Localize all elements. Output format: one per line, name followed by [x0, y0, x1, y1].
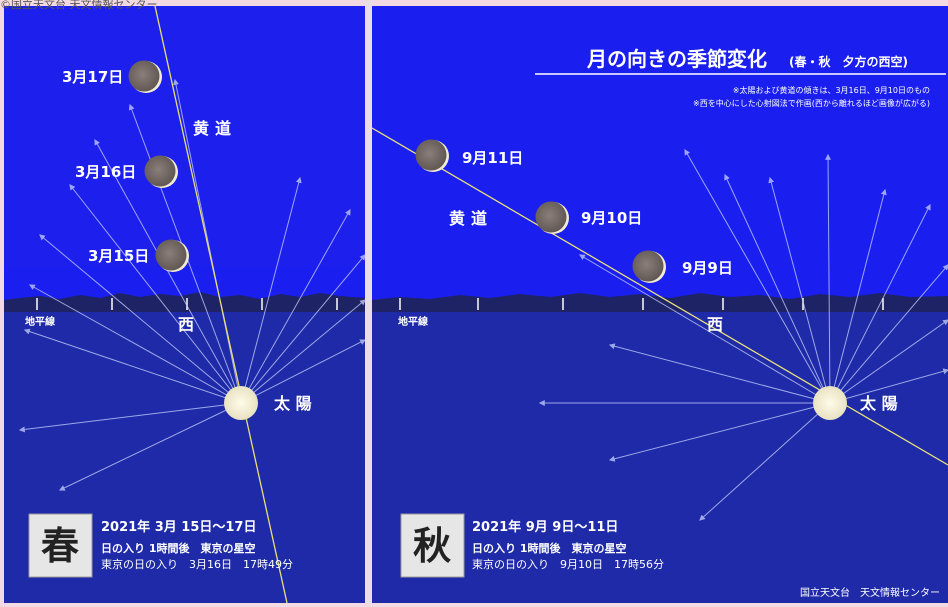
- title-sub: (春・秋 夕方の西空): [789, 54, 908, 69]
- moon-9-9: [632, 250, 666, 283]
- note: ※太陽および黄道の傾きは、3月16日、9月10日のもの: [733, 85, 930, 95]
- info-time: 日の入り 1時間後 東京の星空: [472, 541, 626, 555]
- note: ※西を中心にした心射図法で作画(西から離れるほど画像が広がる): [693, 98, 930, 108]
- info-date: 2021年 9月 9日〜11日: [472, 519, 618, 535]
- autumn-panel: 9月11日 9月10日 9月9日 黄道 地平線 西 太 陽 月の向きの季節変化 …: [372, 6, 948, 603]
- sun-label: 太 陽: [859, 394, 898, 413]
- title: 月の向きの季節変化: [586, 47, 767, 71]
- ecliptic-line: [372, 127, 948, 466]
- sun: [813, 386, 847, 420]
- sky-shade: [4, 6, 365, 266]
- moon-9-11: [415, 139, 449, 172]
- moon-label: 3月15日: [88, 247, 149, 265]
- sun-label: 太 陽: [273, 394, 312, 413]
- credit-bottom: 国立天文台 天文情報センター: [800, 586, 940, 599]
- season-badge: [400, 513, 465, 578]
- moon-label: 3月17日: [62, 68, 123, 86]
- season-label: 秋: [413, 524, 451, 568]
- moon-9-10: [535, 201, 569, 234]
- spring-panel: 3月17日 3月16日 3月15日 黄道 地平線 西 太 陽 春 2021年 3…: [4, 6, 365, 603]
- moon-label: 3月16日: [75, 163, 136, 181]
- west-label: 西: [178, 315, 194, 334]
- info-date: 2021年 3月 15日〜17日: [101, 519, 256, 535]
- ecliptic-label: 黄道: [449, 209, 493, 228]
- horizon-label: 地平線: [398, 315, 428, 328]
- sun-rays: [538, 148, 948, 521]
- sun-rays: [18, 78, 365, 491]
- ecliptic-line: [154, 6, 288, 603]
- moon-label: 9月9日: [682, 259, 733, 277]
- season-label: 春: [41, 524, 79, 568]
- moon-3-15: [155, 239, 189, 272]
- sun: [224, 386, 258, 420]
- info-time: 日の入り 1時間後 東京の星空: [101, 541, 255, 555]
- moon-label: 9月11日: [462, 149, 523, 167]
- west-label: 西: [707, 315, 723, 334]
- info-sunset: 東京の日の入り 9月10日 17時56分: [472, 557, 664, 571]
- ecliptic-label: 黄道: [193, 119, 237, 138]
- moon-3-16: [144, 155, 178, 188]
- info-sunset: 東京の日の入り 3月16日 17時49分: [101, 557, 293, 571]
- credit-top: ©国立天文台 天文情報センター: [0, 0, 158, 11]
- horizon-label: 地平線: [25, 315, 55, 328]
- panel-divider: [365, 0, 372, 603]
- moon-label: 9月10日: [581, 209, 642, 227]
- season-badge: [28, 513, 93, 578]
- moon-3-17: [128, 60, 162, 93]
- horizon-ticks: [36, 298, 338, 310]
